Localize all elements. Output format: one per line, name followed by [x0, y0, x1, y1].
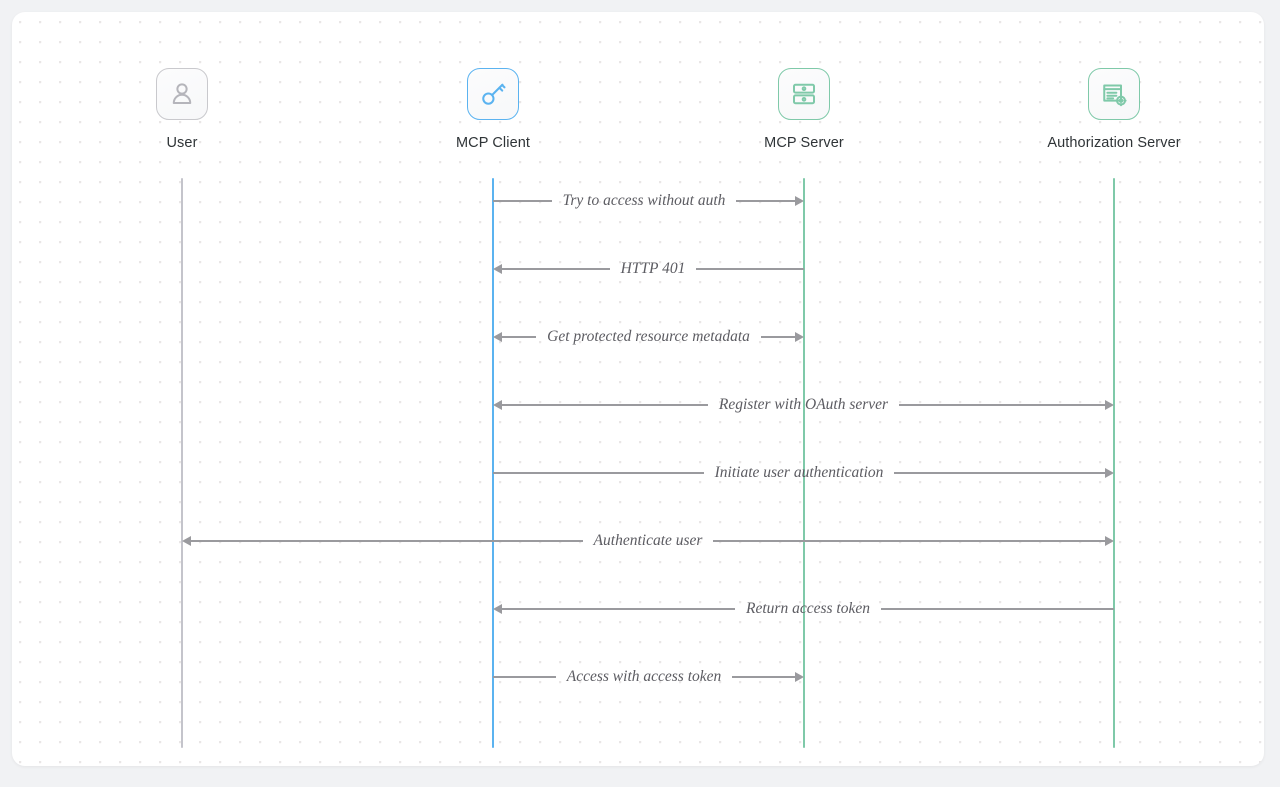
- actor-label-user: User: [166, 135, 198, 151]
- sequence-diagram-card: User MCP Client MCP Server Authorization Se…: [12, 12, 1264, 766]
- arrow-head-left-icon: [493, 604, 502, 614]
- message-arrow: Authenticate user: [182, 530, 1114, 552]
- message-arrow: HTTP 401: [493, 258, 804, 280]
- message-label: HTTP 401: [620, 260, 686, 278]
- arrow-head-left-icon: [493, 400, 502, 410]
- message-line: [502, 404, 708, 406]
- message-label: Initiate user authentication: [714, 464, 884, 482]
- message-line: [502, 268, 610, 270]
- document-gear-icon: [1088, 68, 1140, 120]
- message-label: Get protected resource metadata: [547, 328, 750, 346]
- actor-client[interactable]: MCP Client: [393, 68, 593, 151]
- message-line: [713, 540, 1105, 542]
- message-line: [696, 268, 804, 270]
- message-label: Try to access without auth: [562, 192, 726, 210]
- message-line: [732, 676, 796, 678]
- lifeline-user: [180, 178, 184, 748]
- message-line: [736, 200, 795, 202]
- actor-label-client: MCP Client: [455, 135, 531, 151]
- actor-auth[interactable]: Authorization Server: [1014, 68, 1214, 151]
- arrow-head-left-icon: [493, 264, 502, 274]
- message-arrow: Get protected resource metadata: [493, 326, 805, 348]
- message-line: [493, 472, 704, 474]
- person-icon: [156, 68, 208, 120]
- arrow-head-left-icon: [182, 536, 191, 546]
- message-arrow: Access with access token: [493, 666, 805, 688]
- actor-label-server: MCP Server: [764, 135, 844, 151]
- message-line: [899, 404, 1105, 406]
- message-line: [502, 336, 537, 338]
- message-arrow: Try to access without auth: [493, 190, 804, 212]
- message-line: [502, 608, 736, 610]
- message-label: Authenticate user: [593, 532, 703, 550]
- server-rack-icon: [778, 68, 830, 120]
- message-line: [894, 472, 1106, 474]
- arrow-head-left-icon: [493, 332, 502, 342]
- lifeline-server: [802, 178, 806, 748]
- actor-user[interactable]: User: [82, 68, 282, 151]
- key-icon: [467, 68, 519, 120]
- actor-label-auth: Authorization Server: [1047, 135, 1181, 151]
- lifeline-client: [491, 178, 495, 748]
- message-line: [493, 676, 556, 678]
- message-line: [760, 336, 796, 338]
- lifeline-auth: [1112, 178, 1116, 748]
- message-line: [880, 608, 1114, 610]
- message-label: Access with access token: [566, 668, 722, 686]
- message-line: [191, 540, 583, 542]
- message-line: [493, 200, 552, 202]
- actor-server[interactable]: MCP Server: [704, 68, 904, 151]
- message-label: Return access token: [746, 600, 870, 618]
